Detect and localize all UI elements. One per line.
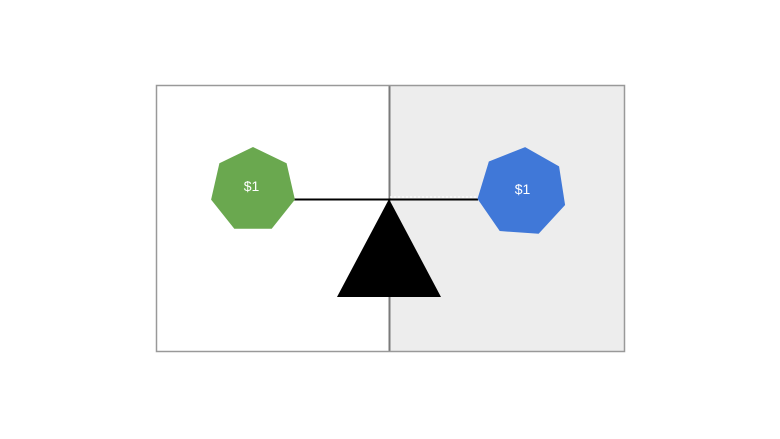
coin-left-label: $1: [244, 178, 260, 194]
panel-border: [155, 84, 626, 353]
coin-right-heptagon: [477, 147, 566, 234]
coin-left-heptagon: [211, 147, 295, 229]
fulcrum-triangle: [337, 199, 441, 297]
coin-right-label: $1: [515, 181, 531, 197]
